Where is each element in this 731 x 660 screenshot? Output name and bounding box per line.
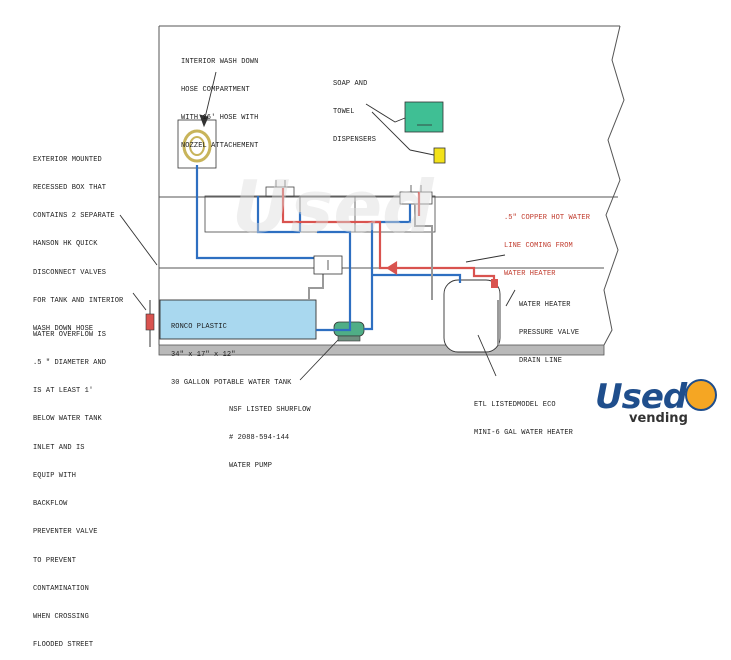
used-vending-logo: Used vending (595, 377, 723, 429)
logo-brand: Used (595, 377, 687, 417)
label-pump: NSF LISTED SHURFLOW # 2088-594-144 WATER… (229, 405, 311, 471)
floor (158, 344, 605, 356)
label-exterior-box: EXTERIOR MOUNTED RECESSED BOX THAT CONTA… (33, 155, 124, 334)
logo-sub: vending (629, 411, 688, 426)
leader-lines (119, 71, 516, 381)
hot-water-lines (281, 188, 496, 280)
potable-water-tank (159, 299, 317, 340)
label-copper-line: .5" COPPER HOT WATER LINE COMING FROM WA… (504, 213, 591, 279)
water-heater (443, 279, 501, 353)
soap-dispenser (433, 147, 446, 164)
label-pressure-valve: WATER HEATER PRESSURE VALVE DRAIN LINE (519, 300, 580, 366)
label-interior-hose: INTERIOR WASH DOWN HOSE COMPARTMENT WITH… (181, 57, 259, 151)
towel-dispenser (404, 101, 444, 133)
watermark: Used (232, 165, 435, 249)
label-soap-towel: SOAP AND TOWEL DISPENSERS (333, 79, 377, 145)
plumbing-diagram: Used (119, 25, 625, 381)
hose-reel-icon (177, 119, 217, 169)
logo-badge-icon (685, 379, 717, 411)
label-water-overflow: WATER OVERFLOW IS .5 " DIAMETER AND IS A… (33, 330, 107, 650)
label-tank: RONCO PLASTIC 34" x 17" x 12" 30 GALLON … (171, 322, 292, 388)
label-heater: ETL LISTEDMODEL ECO MINI-6 GAL WATER HEA… (474, 400, 573, 438)
sinks (265, 180, 433, 205)
overflow-valve-icon (145, 313, 155, 331)
